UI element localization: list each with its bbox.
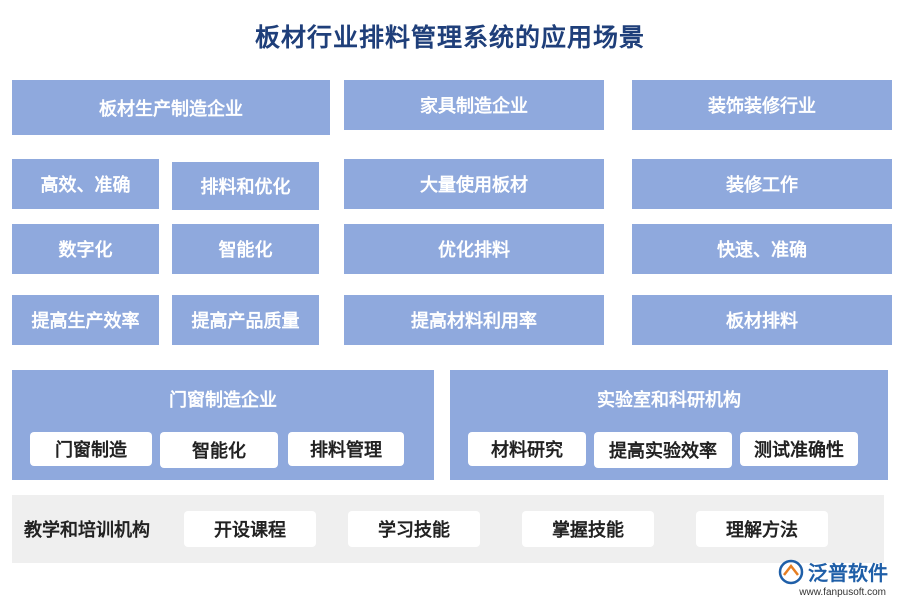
panel-door-window-item: 排料管理	[288, 432, 404, 466]
right-col-cell: 板材排料	[632, 295, 892, 345]
page-title: 板材行业排料管理系统的应用场景	[254, 23, 645, 52]
panel-lab-research-item: 提高实验效率	[594, 432, 732, 468]
panel-lab-research: 实验室和科研机构 材料研究 提高实验效率 测试准确性	[450, 370, 888, 480]
header-furniture: 家具制造企业	[344, 80, 604, 130]
header-board-manufacturing: 板材生产制造企业	[12, 80, 330, 135]
mid-col-cell: 提高材料利用率	[344, 295, 604, 345]
left-grid-cell: 智能化	[172, 224, 319, 274]
education-item: 掌握技能	[522, 511, 654, 547]
brand-name: 泛普软件	[808, 561, 888, 585]
panel-door-window-item: 智能化	[160, 432, 278, 468]
education-item: 开设课程	[184, 511, 316, 547]
panel-door-window: 门窗制造企业 门窗制造 智能化 排料管理	[12, 370, 434, 480]
left-grid-cell: 数字化	[12, 224, 159, 274]
brand-url: www.fanpusoft.com	[799, 587, 886, 598]
left-grid-cell: 排料和优化	[172, 162, 319, 210]
panel-education-training-label: 教学和培训机构	[24, 520, 150, 541]
panel-door-window-item: 门窗制造	[30, 432, 152, 466]
panel-lab-research-item: 测试准确性	[740, 432, 858, 466]
panel-lab-research-title: 实验室和科研机构	[597, 390, 741, 411]
left-grid-cell: 高效、准确	[12, 159, 159, 209]
brand-mark-icon	[778, 559, 804, 584]
panel-education-training: 教学和培训机构 开设课程 学习技能 掌握技能 理解方法	[12, 495, 884, 563]
mid-col-cell: 优化排料	[344, 224, 604, 274]
brand-logo: 泛普软件	[778, 557, 888, 586]
mid-col-cell: 大量使用板材	[344, 159, 604, 209]
education-item: 学习技能	[348, 511, 480, 547]
right-col-cell: 装修工作	[632, 159, 892, 209]
left-grid-cell: 提高产品质量	[172, 295, 319, 345]
left-grid-cell: 提高生产效率	[12, 295, 159, 345]
right-col-cell: 快速、准确	[632, 224, 892, 274]
panel-door-window-title: 门窗制造企业	[169, 390, 277, 411]
education-item: 理解方法	[696, 511, 828, 547]
panel-lab-research-item: 材料研究	[468, 432, 586, 466]
header-decoration: 装饰装修行业	[632, 80, 892, 130]
